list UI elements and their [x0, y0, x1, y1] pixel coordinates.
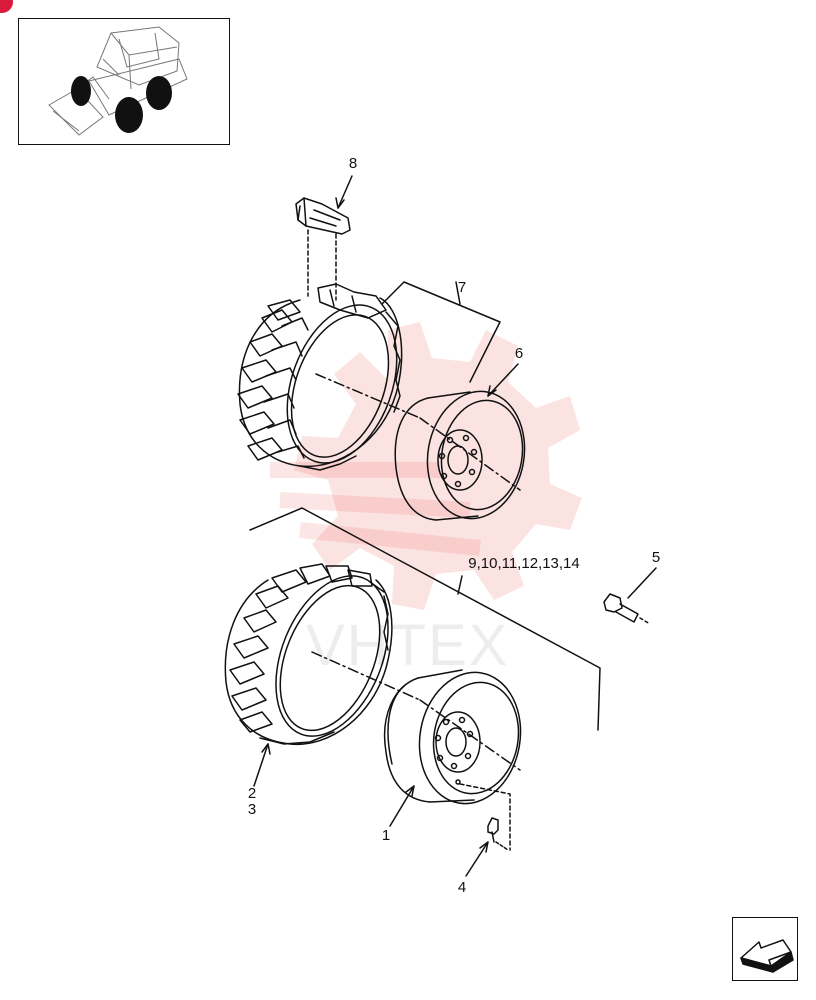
machine-thumbnail — [18, 18, 230, 145]
part-1-wheel — [383, 669, 522, 805]
callout-2: 2 — [248, 785, 256, 802]
back-navigation-button[interactable] — [732, 917, 798, 981]
callout-8: 8 — [349, 155, 357, 172]
part-8-tread-segment — [295, 197, 351, 235]
callout-6: 6 — [515, 345, 523, 362]
back-arrow-icon — [740, 939, 794, 973]
part-2-tire — [224, 563, 393, 746]
callout-1: 1 — [382, 827, 390, 844]
callout-9-14: 9,10,11,12,13,14 — [468, 555, 580, 572]
corner-badge — [0, 0, 13, 13]
callout-7: 7 — [458, 279, 466, 296]
watermark-text: VHTEX — [306, 613, 510, 678]
callout-4: 4 — [458, 879, 466, 896]
part-7-tire-with-tread — [237, 283, 403, 471]
callout-5: 5 — [652, 549, 660, 566]
skid-steer-loader-icon — [48, 26, 188, 136]
callout-3: 3 — [248, 801, 256, 818]
part-4-valve-stem — [487, 817, 509, 851]
part-6-wheel-rim — [394, 390, 526, 521]
watermark-stripes — [270, 462, 481, 556]
part-5-bolt — [603, 593, 651, 625]
